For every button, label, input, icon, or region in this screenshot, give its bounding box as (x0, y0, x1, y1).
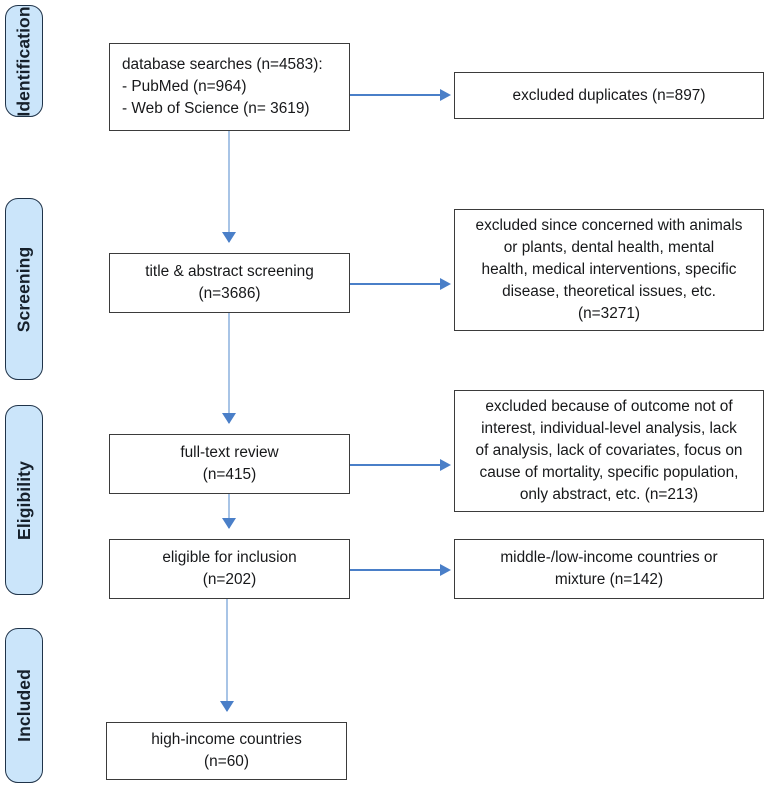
arrow-to-excluded-income-arrowhead-icon (440, 563, 451, 576)
excluded-income-level-box: middle-/low-income countries or mixture … (454, 539, 764, 599)
stage-tab-label: Included (13, 669, 34, 742)
arrow-to-excluded-fulltext (350, 464, 442, 466)
title-abstract-screening-text: title & abstract screening (n=3686) (145, 263, 314, 302)
stage-tab-identification: Identification (5, 5, 43, 117)
excluded-income-level-text: middle-/low-income countries or mixture … (500, 549, 718, 588)
arrow-to-excluded-screening (350, 283, 442, 285)
connector-screening-to-eligibility (228, 313, 231, 423)
full-text-review-box: full-text review (n=415) (109, 434, 350, 494)
high-income-countries-box: high-income countries (n=60) (106, 722, 347, 780)
database-searches-text: database searches (n=4583): - PubMed (n=… (122, 56, 323, 117)
connector-screening-to-eligibility-arrowhead-icon (221, 413, 236, 424)
connector-fulltext-to-eligible (228, 494, 231, 528)
connector-identification-to-screening (228, 131, 231, 242)
arrow-to-excluded-income (350, 569, 442, 571)
stage-tab-included: Included (5, 628, 43, 783)
stage-tab-label: Eligibility (13, 460, 34, 540)
stage-tab-label: Screening (13, 246, 34, 332)
excluded-screening-reasons-box: excluded since concerned with animals or… (454, 209, 764, 331)
arrow-to-excluded-duplicates (350, 94, 442, 96)
arrow-to-excluded-duplicates-arrowhead-icon (440, 88, 451, 101)
connector-eligible-to-included (226, 599, 229, 711)
excluded-duplicates-box: excluded duplicates (n=897) (454, 72, 764, 119)
title-abstract-screening-box: title & abstract screening (n=3686) (109, 253, 350, 313)
eligible-for-inclusion-text: eligible for inclusion (n=202) (162, 549, 297, 588)
arrow-to-excluded-fulltext-arrowhead-icon (440, 458, 451, 471)
database-searches-box: database searches (n=4583): - PubMed (n=… (109, 43, 350, 131)
connector-eligible-to-included-arrowhead-icon (219, 701, 234, 712)
excluded-duplicates-text: excluded duplicates (n=897) (512, 86, 706, 104)
high-income-countries-text: high-income countries (n=60) (151, 731, 302, 770)
excluded-screening-reasons-text: excluded since concerned with animals or… (475, 217, 743, 322)
excluded-fulltext-reasons-box: excluded because of outcome not of inter… (454, 390, 764, 512)
connector-fulltext-to-eligible-arrowhead-icon (221, 518, 236, 529)
stage-tab-eligibility: Eligibility (5, 405, 43, 595)
full-text-review-text: full-text review (n=415) (180, 444, 279, 483)
stage-tab-screening: Screening (5, 198, 43, 380)
stage-tab-label: Identification (13, 5, 34, 117)
eligible-for-inclusion-box: eligible for inclusion (n=202) (109, 539, 350, 599)
connector-identification-to-screening-arrowhead-icon (221, 232, 236, 243)
excluded-fulltext-reasons-text: excluded because of outcome not of inter… (475, 398, 743, 503)
arrow-to-excluded-screening-arrowhead-icon (440, 277, 451, 290)
